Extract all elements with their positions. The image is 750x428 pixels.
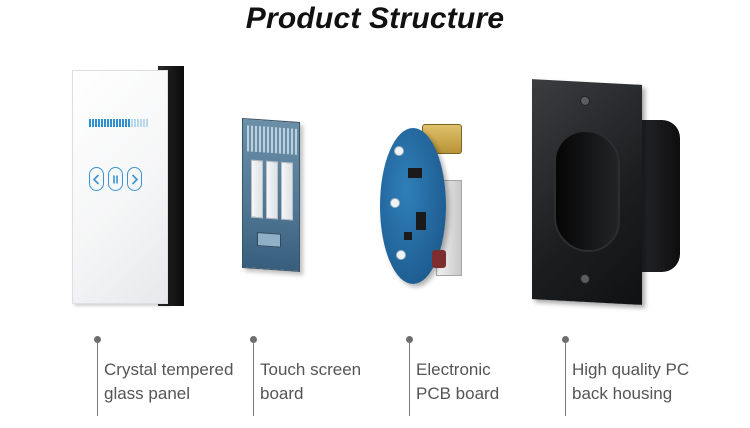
label-leader-line: [565, 342, 566, 416]
pcb-chip: [404, 232, 412, 240]
level-segment: [143, 119, 145, 127]
touch-screen-board-image: [242, 117, 306, 276]
level-segment: [113, 119, 115, 127]
level-segment: [89, 119, 91, 127]
label-line-2: board: [260, 384, 304, 403]
label-leader-line: [97, 342, 98, 416]
level-segment: [137, 119, 139, 127]
pcb-led: [396, 250, 406, 260]
label-text: Crystal tempered glass panel: [104, 358, 264, 406]
touch-board-chip: [257, 232, 281, 248]
label-line-2: PCB board: [416, 384, 500, 403]
level-segment: [92, 119, 94, 127]
level-segment: [122, 119, 124, 127]
label-line-2: back housing: [572, 384, 673, 403]
label-pin-icon: [406, 336, 413, 343]
chevron-right-icon: [127, 167, 142, 191]
touch-key: [281, 161, 293, 221]
pause-icon: [108, 167, 123, 191]
level-segment: [146, 119, 148, 127]
back-housing-image: [532, 79, 684, 305]
label-pin-icon: [250, 336, 257, 343]
housing-plate: [532, 79, 642, 305]
pcb-capacitor: [432, 250, 446, 268]
pcb-chip: [408, 168, 422, 178]
level-segment: [98, 119, 100, 127]
chevron-left-icon: [89, 167, 104, 191]
pcb-board-image: [376, 120, 478, 290]
label-text: High quality PC back housing: [572, 358, 732, 406]
level-segment: [125, 119, 127, 127]
pcb-led: [394, 146, 404, 156]
level-segment: [134, 119, 136, 127]
level-segment: [140, 119, 142, 127]
level-segment: [95, 119, 97, 127]
label-text: Touch screen board: [260, 358, 420, 406]
level-segment: [104, 119, 106, 127]
touch-icon-row: [89, 167, 142, 191]
touch-board-pcb: [242, 117, 300, 273]
level-segment: [119, 119, 121, 127]
glass-panel-image: [72, 66, 184, 306]
touch-key: [266, 160, 278, 220]
glass-panel-front: [72, 70, 168, 304]
label-text: Electronic PCB board: [416, 358, 576, 406]
label-pin-icon: [94, 336, 101, 343]
level-segment: [131, 119, 133, 127]
housing-screw-hole: [580, 95, 590, 107]
page-title: Product Structure: [245, 2, 505, 35]
label-leader-line: [253, 342, 254, 416]
label-line-1: Electronic: [416, 360, 491, 379]
level-segment: [128, 119, 130, 127]
touch-board-keys: [251, 159, 293, 221]
touch-board-contacts: [247, 125, 297, 155]
label-leader-line: [409, 342, 410, 416]
label-pin-icon: [562, 336, 569, 343]
level-segment: [101, 119, 103, 127]
level-segment: [107, 119, 109, 127]
level-segment: [110, 119, 112, 127]
label-line-1: Touch screen: [260, 360, 362, 379]
housing-screw-hole: [580, 273, 590, 285]
label-line-2: glass panel: [104, 384, 191, 403]
touch-key: [251, 159, 263, 219]
label-line-1: High quality PC: [572, 360, 690, 379]
label-line-1: Crystal tempered: [104, 360, 234, 379]
pcb-chip: [416, 212, 426, 230]
level-indicator-bar: [89, 119, 148, 127]
level-segment: [116, 119, 118, 127]
pcb-led: [390, 198, 400, 208]
housing-opening: [554, 128, 620, 254]
